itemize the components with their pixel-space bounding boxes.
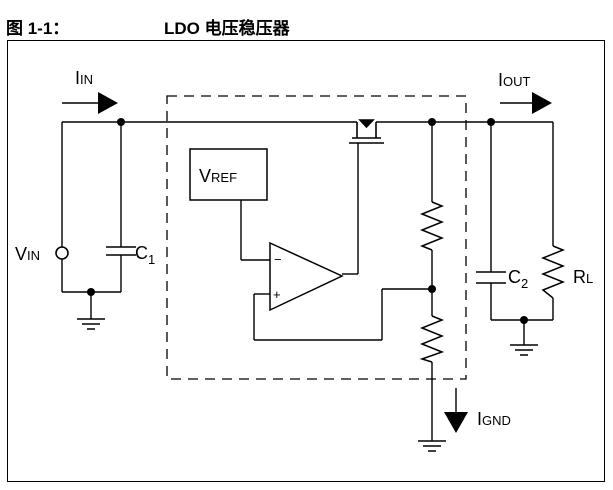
label-i-gnd: IGND (477, 409, 511, 429)
label-v-ref: VREF (199, 166, 237, 186)
label-c2: C2 (508, 267, 528, 291)
input-current-arrow (98, 92, 118, 114)
vref-box (189, 148, 268, 201)
label-c1: C1 (135, 243, 155, 267)
figure-number: 图 1-1： (6, 19, 70, 38)
label-i-in: IIN (75, 68, 93, 88)
vin-terminal (55, 246, 69, 260)
ground-symbol-regulator (418, 440, 446, 452)
ground-symbol-input (77, 318, 105, 330)
figure-frame (7, 40, 605, 482)
pass-transistor (349, 119, 384, 144)
figure-title: LDO 电压稳压器 (164, 19, 290, 38)
ground-current-arrow (444, 412, 468, 433)
ground-symbol-output (510, 344, 538, 356)
amp-plus-sign: + (273, 287, 281, 302)
c2-capacitor (476, 271, 506, 284)
output-current-arrow (532, 92, 552, 114)
label-rl: RL (573, 267, 593, 287)
amp-minus-sign: − (274, 252, 282, 267)
divider-lower-resistor (419, 315, 445, 363)
regulator-boundary (166, 95, 467, 380)
rl-load-resistor (540, 245, 566, 299)
error-amplifier (269, 241, 344, 312)
divider-upper-resistor (419, 201, 445, 251)
label-v-in: VIN (15, 244, 40, 264)
junction-dots (87, 118, 528, 324)
label-i-out: IOUT (498, 70, 531, 90)
c1-capacitor (106, 246, 136, 256)
